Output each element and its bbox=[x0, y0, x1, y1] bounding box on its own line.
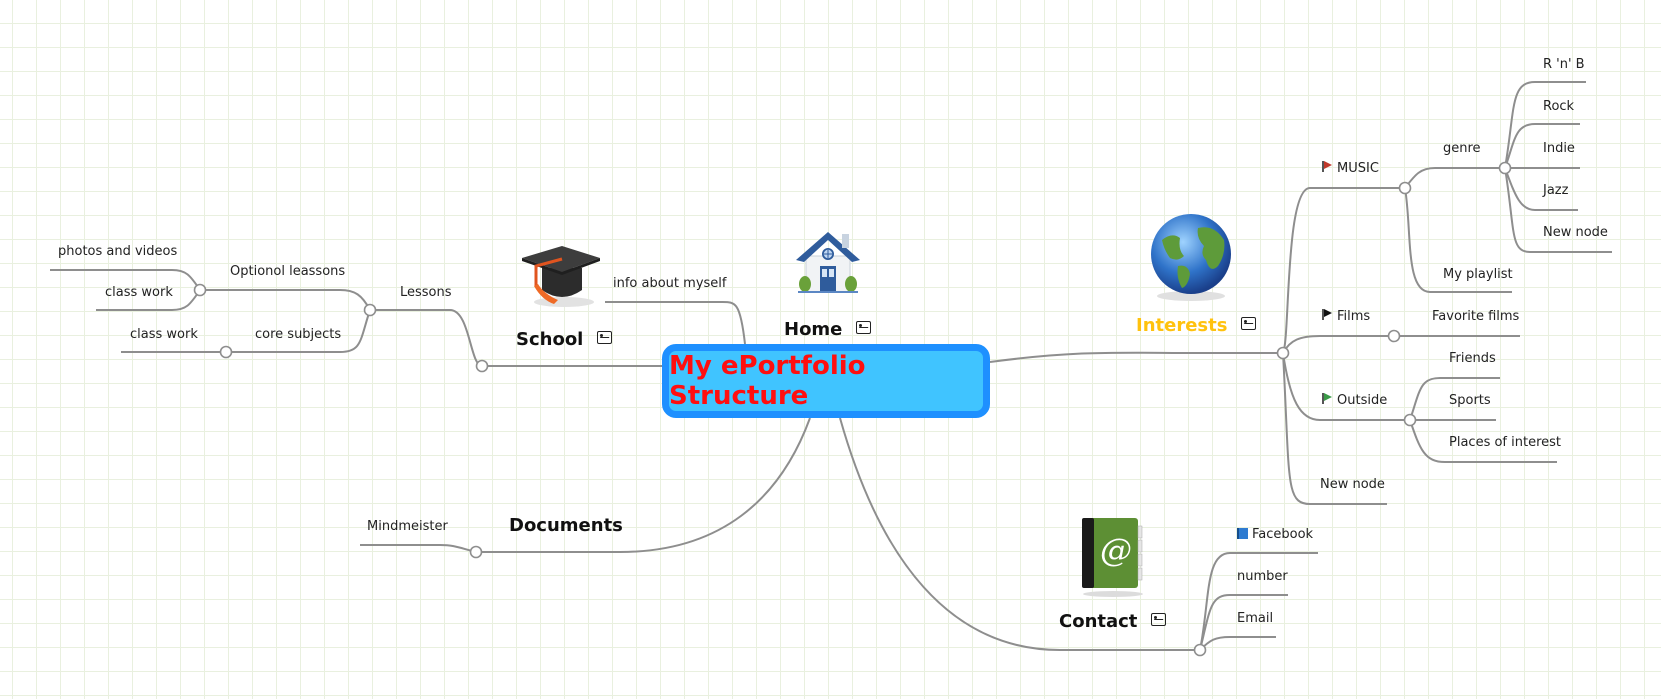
red-flag-icon bbox=[1322, 161, 1332, 172]
connector-documents bbox=[476, 417, 811, 553]
topic-indie[interactable]: Indie bbox=[1543, 141, 1575, 156]
address-book-icon: @ bbox=[1080, 516, 1146, 598]
topic-new-node[interactable]: New node bbox=[1543, 225, 1608, 240]
collapse-handle-documents[interactable] bbox=[469, 545, 483, 559]
collapse-handle-genre[interactable] bbox=[1498, 161, 1512, 175]
topic-new-node[interactable]: New node bbox=[1320, 477, 1385, 492]
connector-lessons bbox=[370, 309, 483, 367]
connector-email bbox=[1199, 636, 1276, 651]
connector-optional bbox=[200, 289, 371, 311]
topic-class-work[interactable]: class work bbox=[130, 327, 198, 342]
connector-places bbox=[1409, 419, 1557, 463]
connector-genre bbox=[1404, 167, 1505, 189]
topic-info-about-myself[interactable]: info about myself bbox=[613, 276, 727, 291]
topic-rock[interactable]: Rock bbox=[1543, 99, 1575, 114]
connector-newnode bbox=[1282, 352, 1387, 505]
topic-music[interactable]: MUSIC bbox=[1322, 161, 1379, 177]
topic-rnb[interactable]: R 'n' B bbox=[1543, 57, 1585, 72]
topic-number[interactable]: number bbox=[1237, 569, 1288, 584]
black-flag-icon bbox=[1322, 309, 1332, 320]
collapse-handle-interests[interactable] bbox=[1276, 346, 1290, 360]
connector-core bbox=[226, 309, 371, 353]
globe-icon bbox=[1148, 214, 1234, 304]
connector-home bbox=[605, 300, 746, 345]
topic-optional-lessons[interactable]: Optionol leassons bbox=[230, 264, 346, 279]
connector-facebook bbox=[1199, 552, 1318, 651]
connector-interests bbox=[989, 351, 1283, 363]
graduation-cap-icon bbox=[520, 244, 602, 310]
connector-films bbox=[1282, 335, 1394, 354]
collapse-handle-films[interactable] bbox=[1387, 329, 1401, 343]
topic-friends[interactable]: Friends bbox=[1449, 351, 1496, 366]
topic-mindmeister[interactable]: Mindmeister bbox=[367, 519, 448, 534]
connector-music bbox=[1282, 187, 1405, 354]
house-icon bbox=[790, 224, 866, 300]
book-icon bbox=[1237, 528, 1248, 539]
image-icon[interactable] bbox=[1241, 317, 1257, 330]
collapse-handle-core[interactable] bbox=[219, 345, 233, 359]
connector-outside bbox=[1282, 352, 1410, 421]
connector-rock bbox=[1504, 123, 1580, 169]
topic-documents-label: Documents bbox=[509, 515, 623, 536]
image-icon[interactable] bbox=[856, 321, 872, 334]
topic-documents[interactable]: Documents bbox=[509, 515, 623, 537]
central-topic[interactable]: My ePortfolio Structure bbox=[662, 344, 990, 418]
topic-home-label: Home bbox=[784, 319, 843, 340]
topic-class-work[interactable]: class work bbox=[105, 285, 173, 300]
collapse-handle-contact[interactable] bbox=[1193, 643, 1207, 657]
collapse-handle-music[interactable] bbox=[1398, 181, 1412, 195]
topic-genre[interactable]: genre bbox=[1443, 141, 1481, 156]
topic-places-of-interest[interactable]: Places of interest bbox=[1449, 435, 1562, 450]
topic-contact[interactable]: Contact bbox=[1059, 611, 1167, 633]
connector-number bbox=[1199, 594, 1288, 651]
connector-rnb bbox=[1504, 81, 1586, 169]
topic-photos-and-videos[interactable]: photos and videos bbox=[58, 244, 178, 259]
topic-interests-label: Interests bbox=[1136, 315, 1228, 336]
central-topic-label: My ePortfolio Structure bbox=[669, 351, 866, 411]
topic-core-subjects[interactable]: core subjects bbox=[255, 327, 342, 342]
topic-interests[interactable]: Interests bbox=[1136, 315, 1257, 337]
image-icon[interactable] bbox=[597, 331, 613, 344]
topic-contact-label: Contact bbox=[1059, 611, 1138, 632]
topic-home[interactable]: Home bbox=[784, 319, 872, 341]
topic-favorite-films[interactable]: Favorite films bbox=[1432, 309, 1520, 324]
collapse-handle-optional[interactable] bbox=[193, 283, 207, 297]
topic-lessons[interactable]: Lessons bbox=[400, 285, 452, 300]
image-icon[interactable] bbox=[1151, 613, 1167, 626]
topic-email[interactable]: Email bbox=[1237, 611, 1274, 626]
connector-genre-newnode bbox=[1504, 167, 1612, 253]
connector-contact bbox=[839, 417, 1200, 651]
topic-facebook[interactable]: Facebook bbox=[1237, 527, 1313, 543]
collapse-handle-lessons[interactable] bbox=[363, 303, 377, 317]
connector-playlist bbox=[1404, 187, 1512, 293]
connector-friends bbox=[1409, 377, 1500, 421]
topic-jazz[interactable]: Jazz bbox=[1543, 183, 1569, 198]
collapse-handle-outside[interactable] bbox=[1403, 413, 1417, 427]
collapse-handle-school[interactable] bbox=[475, 359, 489, 373]
connector-mindmeister bbox=[360, 544, 477, 553]
svg-text:@: @ bbox=[1100, 531, 1132, 569]
topic-my-playlist[interactable]: My playlist bbox=[1443, 267, 1513, 282]
topic-films[interactable]: Films bbox=[1322, 309, 1370, 325]
green-flag-icon bbox=[1322, 393, 1332, 404]
topic-outside[interactable]: Outside bbox=[1322, 393, 1387, 409]
topic-school-label: School bbox=[516, 329, 584, 350]
topic-sports[interactable]: Sports bbox=[1449, 393, 1491, 408]
topic-school[interactable]: School bbox=[516, 329, 613, 351]
connector-jazz bbox=[1504, 167, 1578, 211]
